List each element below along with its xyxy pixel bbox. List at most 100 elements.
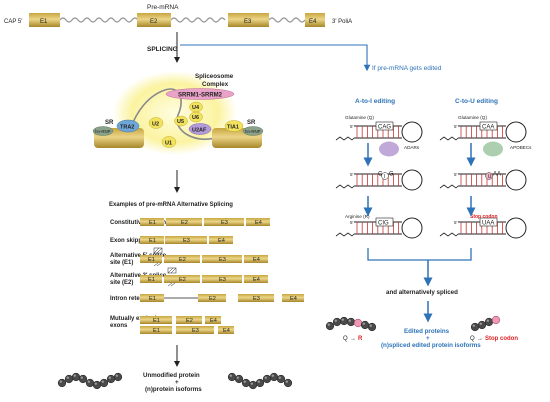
svg-text:CAG: CAG	[378, 125, 391, 131]
exon-box	[244, 255, 268, 263]
srrm-complex	[165, 88, 235, 100]
premrna-exon-1-label: E1	[40, 19, 48, 25]
sr-right-label: SR	[247, 120, 256, 126]
premrna-exon-3-label: E3	[244, 19, 252, 25]
svg-text:CIG: CIG	[378, 221, 389, 227]
svg-text:5': 5'	[454, 172, 458, 177]
exon-box	[140, 316, 172, 324]
a-to-i-title: A-to-I editing	[355, 98, 395, 105]
splicing-row-label: site (E2)	[110, 280, 133, 286]
splicing-row-label: Alternative 3' splice	[110, 273, 167, 279]
q-left-1: Q	[343, 336, 348, 342]
svg-text:U: U	[488, 174, 492, 180]
protein-chain-edited-r	[325, 316, 377, 332]
polya-label: 3' PoliA	[332, 19, 352, 25]
exon-box	[209, 236, 233, 244]
svg-text:UAA: UAA	[482, 221, 494, 227]
merge-bracket	[367, 248, 472, 261]
exon-label: E1	[149, 220, 156, 226]
intron-2	[170, 17, 226, 23]
exon-label: E4	[223, 328, 230, 334]
exon-label: E4	[255, 220, 262, 226]
hnrnp-right-label: hn-RNP	[245, 129, 261, 134]
exon-box	[202, 255, 242, 263]
exon-box	[140, 218, 164, 226]
exon-box	[176, 316, 202, 324]
adar-label: ADARs	[404, 145, 420, 150]
exon-label: E3	[253, 296, 260, 302]
cap-label: CAP 5'	[4, 19, 22, 25]
exon-box	[140, 236, 164, 244]
svg-text:5': 5'	[350, 124, 354, 129]
exon-label: E2	[179, 277, 186, 283]
exon-box	[202, 275, 242, 283]
exon-box	[205, 316, 221, 324]
srrm-label: SRRM1-SRRM2	[178, 93, 223, 99]
arrow-glyph-1: →	[350, 336, 356, 342]
exon-label: E2	[209, 296, 216, 302]
unmodified-protein-output: Unmodified protein + (n)protein isoforms	[57, 372, 293, 393]
unmodified-protein-label: Unmodified protein	[143, 372, 200, 379]
u5-label: U5	[177, 119, 184, 125]
intron-1	[59, 17, 145, 23]
hnrnp-left	[92, 126, 114, 136]
svg-text:G: G	[389, 172, 394, 178]
stop-label: Stop codon	[485, 336, 518, 342]
exon-box	[164, 275, 200, 283]
protein-isoforms-label: (n)protein isoforms	[145, 386, 202, 393]
exon-box	[176, 326, 214, 334]
premrna-exon-4-label: E4	[309, 19, 317, 25]
edit-branch-label: If pre-mRNA gets edited	[372, 65, 442, 72]
exon-label: E4	[290, 296, 297, 302]
u5-snrnp	[174, 115, 188, 127]
exon-box	[140, 275, 162, 283]
exon-label: E1	[148, 257, 155, 263]
alt-splice-site-mark	[153, 247, 163, 267]
apobec-label: APOBECs	[510, 145, 532, 150]
splicing-row-label: exons	[110, 323, 128, 329]
intron-3	[268, 17, 306, 23]
exon-box	[218, 326, 234, 334]
exon-label: E2	[179, 257, 186, 263]
exon-box	[282, 294, 304, 302]
u1-label: U1	[165, 141, 172, 147]
apobec-enzyme	[483, 141, 503, 157]
truncation-site	[491, 315, 501, 325]
tra2-factor	[116, 119, 140, 133]
exon-label: E4	[210, 318, 217, 324]
exon-label: E3	[192, 328, 199, 334]
edit-branch-arrow	[180, 44, 371, 72]
premrna-exon-3	[228, 13, 269, 27]
exon-label: E2	[181, 220, 188, 226]
edited-protein-output: Edited proteins + (n)spliced edited prot…	[325, 315, 518, 349]
r-label: R	[358, 336, 363, 342]
splicing-label: SPLICING	[147, 46, 178, 53]
premrna-title: Pre-mRNA	[147, 4, 179, 11]
protein-chain-right	[227, 372, 293, 390]
svg-text:5': 5'	[350, 172, 354, 177]
svg-text:AA: AA	[493, 172, 501, 178]
q-left-2: Q	[470, 336, 475, 342]
exon-box	[246, 218, 270, 226]
exon-box	[166, 218, 202, 226]
a-to-i-codon-label: Glutamine (Q)	[345, 115, 374, 120]
splicing-row-label: Intron retention	[110, 296, 155, 302]
edited-residue-r	[353, 318, 363, 328]
spliceosome-complex: Spliceosome Complex SRRM1-SRRM2 U4 U6 U2…	[92, 71, 264, 155]
exon-box	[238, 294, 274, 302]
splicing-row-label: site (E1)	[110, 260, 133, 266]
exon-label: E1	[153, 318, 160, 324]
exon-box	[198, 294, 226, 302]
